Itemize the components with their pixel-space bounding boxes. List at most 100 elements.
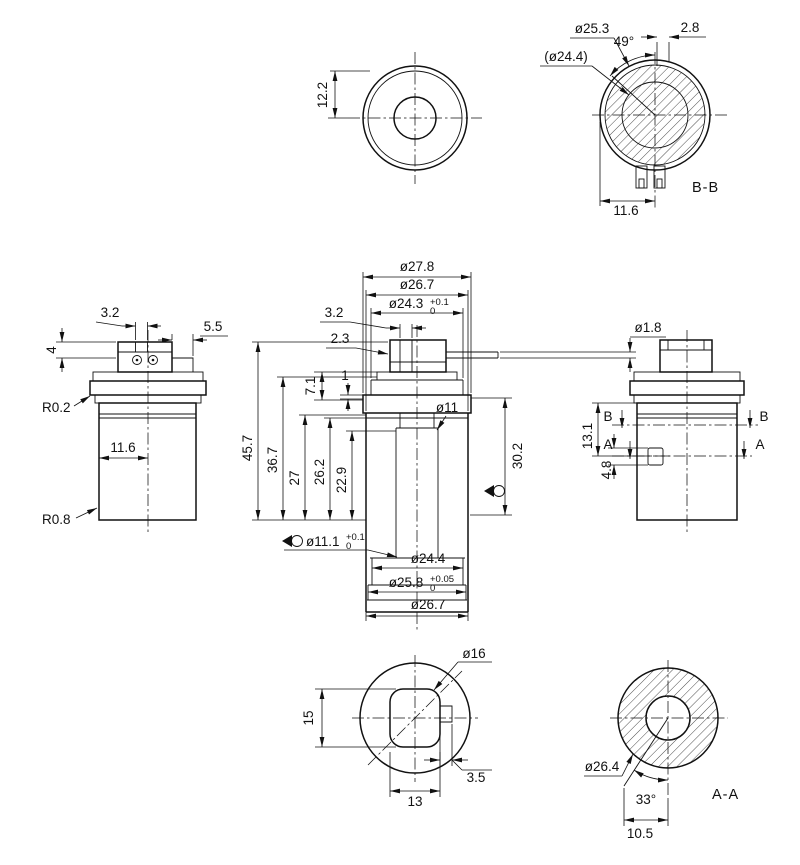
dimension-dia-16: ø16 xyxy=(433,646,492,691)
dimension-3-2-left: 3.2 xyxy=(95,305,161,340)
radius-r0-8: R0.8 xyxy=(42,512,71,527)
top-plan-geometry xyxy=(348,52,482,184)
dim-12-2: 12.2 xyxy=(315,82,330,108)
dimension-15: 15 xyxy=(301,688,396,748)
dimension-2-8: 2.8 xyxy=(641,20,706,66)
dimension-dia-1-8: ø1.8 xyxy=(500,320,666,372)
dim-10-5: 10.5 xyxy=(627,826,653,841)
dim-4: 4 xyxy=(44,346,59,354)
dimension-dia-26-7-bottom: ø26.7 xyxy=(365,597,469,621)
view-side-left: 3.2 5.5 4 R0.2 11.6 R0.8 xyxy=(42,305,228,535)
dimension-3-2-main: 3.2 xyxy=(320,305,426,338)
dia-24-3-tol-lower: 0 xyxy=(430,306,435,317)
dim-13: 13 xyxy=(407,794,422,809)
dim-2-3: 2.3 xyxy=(331,331,350,346)
dimension-1: 1 xyxy=(340,368,363,411)
dimension-dia-25-8: ø25.8 +0.05 0 xyxy=(368,574,466,595)
dimension-11-6-bb: 11.6 xyxy=(599,122,655,218)
dim-22-9: 22.9 xyxy=(334,467,349,493)
dim-3-2-left: 3.2 xyxy=(101,305,120,320)
dimension-dia-24-3: ø24.3 +0.1 0 xyxy=(370,296,464,378)
dim-13-1: 13.1 xyxy=(580,423,595,449)
angle-33: 33° xyxy=(636,792,656,807)
dia-25-8-tol-upper: +0.05 xyxy=(430,574,454,585)
dia-11-1: ø11.1 xyxy=(306,534,340,549)
dim-27: 27 xyxy=(287,470,302,485)
dim-7-1: 7.1 xyxy=(303,377,318,396)
dim-3-5: 3.5 xyxy=(467,770,486,785)
dimension-r0-2: R0.2 xyxy=(42,395,91,415)
dimension-26-2: 26.2 xyxy=(312,417,366,520)
view-section-bb: 49° ø25.3 (ø24.4) 2.8 11.6 B-B xyxy=(540,20,730,218)
view-section-aa: 33° ø26.4 10.5 A-A xyxy=(584,660,739,841)
dim-15: 15 xyxy=(301,710,316,725)
dia-26-7-bottom: ø26.7 xyxy=(411,597,446,612)
dimension-dia-24-4: ø24.4 xyxy=(372,551,463,571)
dia-16: ø16 xyxy=(462,646,485,661)
side-right-geometry xyxy=(629,330,745,535)
section-line-bb: B B xyxy=(603,409,769,428)
dimension-dia-24-4-ref: (ø24.4) xyxy=(540,49,630,96)
dimension-10-5: 10.5 xyxy=(623,788,669,841)
dim-4-8: 4.8 xyxy=(599,461,614,480)
view-top-plan: 12.2 xyxy=(315,52,482,184)
bottom-geometry xyxy=(352,655,478,782)
dim-2-8: 2.8 xyxy=(681,20,700,35)
section-label-a-right: A xyxy=(755,437,764,452)
dia-25-3: ø25.3 xyxy=(575,21,610,36)
dim-11-6-left: 11.6 xyxy=(110,440,135,455)
section-title-aa: A-A xyxy=(712,787,739,803)
dia-25-8: ø25.8 xyxy=(389,575,424,590)
dimension-dia-26-7-top: ø26.7 xyxy=(365,277,469,411)
dimension-11-6-left: 11.6 xyxy=(99,440,148,461)
dimension-13-1: 13.1 xyxy=(580,402,640,457)
dimension-dia-11: ø11 xyxy=(436,400,458,431)
dimension-r0-8: R0.8 xyxy=(42,507,98,527)
front-geometry xyxy=(362,325,499,632)
dia-11-1-tol-lower: 0 xyxy=(346,541,351,552)
dia-24-4: ø24.4 xyxy=(411,551,446,566)
dimension-4: 4 xyxy=(44,328,116,372)
side-left-geometry xyxy=(89,330,207,535)
view-front-section: ø27.8 ø26.7 ø24.3 +0.1 0 3.2 xyxy=(240,259,666,632)
dim-11-6-bb: 11.6 xyxy=(613,203,638,218)
dimension-22-9: 22.9 xyxy=(334,430,396,520)
dimension-3-5: 3.5 xyxy=(424,724,492,785)
dimension-angle-33: 33° xyxy=(633,769,669,807)
dia-11: ø11 xyxy=(436,400,458,415)
dim-3-2-main: 3.2 xyxy=(325,305,344,320)
dia-24-3: ø24.3 xyxy=(389,296,424,311)
dimension-45-7: 45.7 xyxy=(240,341,388,520)
dia-25-8-tol-lower: 0 xyxy=(430,583,435,594)
section-label-b-left: B xyxy=(603,409,612,424)
dim-30-2: 30.2 xyxy=(510,443,525,469)
dia-11-1-tol-upper: +0.1 xyxy=(346,532,365,543)
dimension-12-2: 12.2 xyxy=(315,70,370,119)
dia-27-8: ø27.8 xyxy=(400,259,435,274)
dimension-4-8: 4.8 xyxy=(599,434,648,479)
section-title-bb: B-B xyxy=(692,180,719,196)
angle-49: 49° xyxy=(614,34,634,49)
dia-26-7-top: ø26.7 xyxy=(400,277,435,292)
dia-26-4: ø26.4 xyxy=(585,759,620,774)
dia-24-3-tol-upper: +0.1 xyxy=(430,297,449,308)
dimension-dia-25-3: ø25.3 xyxy=(570,21,630,67)
gate-mark-icon xyxy=(484,485,505,497)
section-label-a-left: A xyxy=(603,437,612,452)
dimension-27: 27 xyxy=(287,414,366,520)
dim-5-5: 5.5 xyxy=(204,319,223,334)
dimension-angle-49: 49° xyxy=(609,34,656,77)
gate-mark-icon xyxy=(282,535,303,547)
view-side-right: B B A A 13.1 4.8 xyxy=(580,330,769,535)
dimension-dia-11-1: ø11.1 +0.1 0 xyxy=(282,532,398,558)
dia-1-8: ø1.8 xyxy=(634,320,661,335)
section-label-b-right: B xyxy=(759,409,768,424)
aa-geometry xyxy=(610,660,728,800)
dimension-dia-27-8: ø27.8 xyxy=(362,259,472,393)
view-bottom: 15 ø16 3.5 13 xyxy=(301,646,492,809)
bb-geometry xyxy=(592,52,730,208)
dimension-30-2: 30.2 xyxy=(470,397,525,516)
dimension-dia-26-4: ø26.4 xyxy=(584,753,634,777)
